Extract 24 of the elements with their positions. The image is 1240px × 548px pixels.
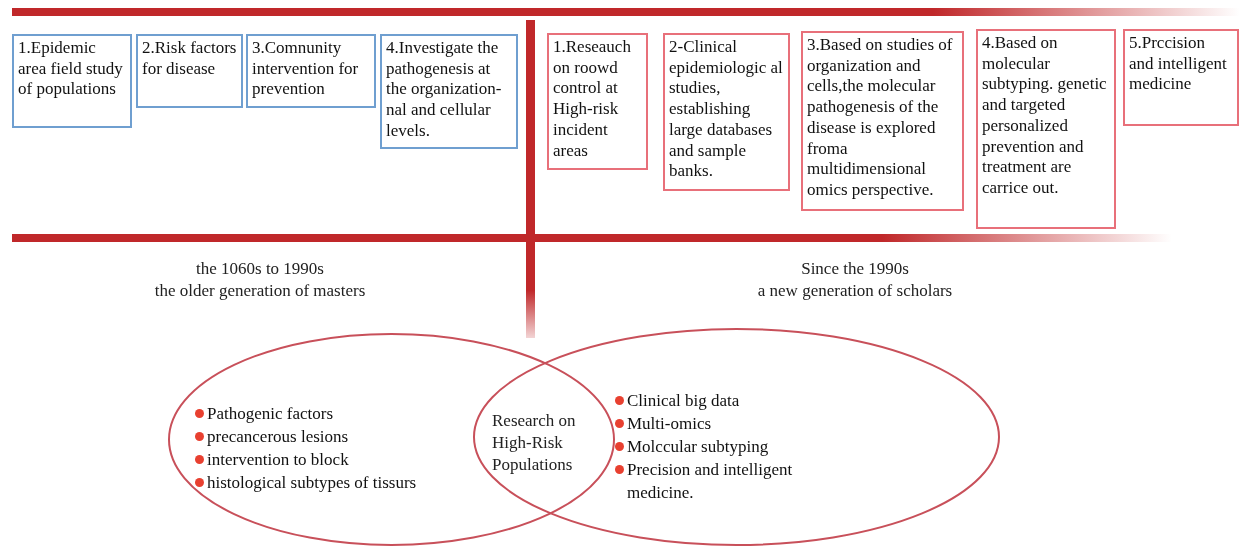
text-box: 3.Based on studies of organization and cells,the molecular pathogenesis of the disease is explored froma multidimensional omics perspective. (801, 31, 964, 211)
bullet-item: precancerous lesions (195, 425, 485, 449)
bullet-item: Multi-omics (615, 412, 845, 436)
text-box: 2-Clinical epidemiologic al studies, establishing large databases and sample banks. (663, 33, 790, 191)
text-box: 5.Prccision and intelligent medicine (1123, 29, 1239, 126)
text-box: 1.Reseauch on roowd control at High-risk incident areas (547, 33, 648, 170)
bullet-item: Pathogenic factors (195, 403, 485, 426)
era-label: the 1060s to 1990s (196, 258, 324, 280)
bullet-item: intervention to block (195, 448, 485, 472)
era-label: Since the 1990s (801, 258, 909, 280)
text-box: 2.Risk factors for disease (136, 34, 243, 108)
text-box: 4.Investigate the pathogenesis at the organization-nal and cellular levels. (380, 34, 518, 149)
venn-ellipse (168, 333, 615, 546)
era-label: the older generation of masters (154, 280, 366, 302)
text-box: 1.Epidemic area field study of populations (12, 34, 132, 128)
bullet-item: Molccular subtyping (615, 435, 845, 459)
venn-ellipse (473, 328, 1000, 546)
text-box: 3.Comnunity intervention for prevention (246, 34, 376, 108)
era-label: a new generation of scholars (757, 280, 953, 302)
bullet-item: histological subtypes of tissurs (195, 471, 485, 495)
overlap-label: Research on High-Risk Populations (492, 410, 577, 477)
text-box: 4.Based on molecular subtyping. genetic and targeted personalized prevention and treatment are carrice out. (976, 29, 1116, 229)
bullet-item: Precision and intelligent medicine. (615, 458, 845, 505)
bullet-item: Clinical big data (615, 390, 845, 413)
